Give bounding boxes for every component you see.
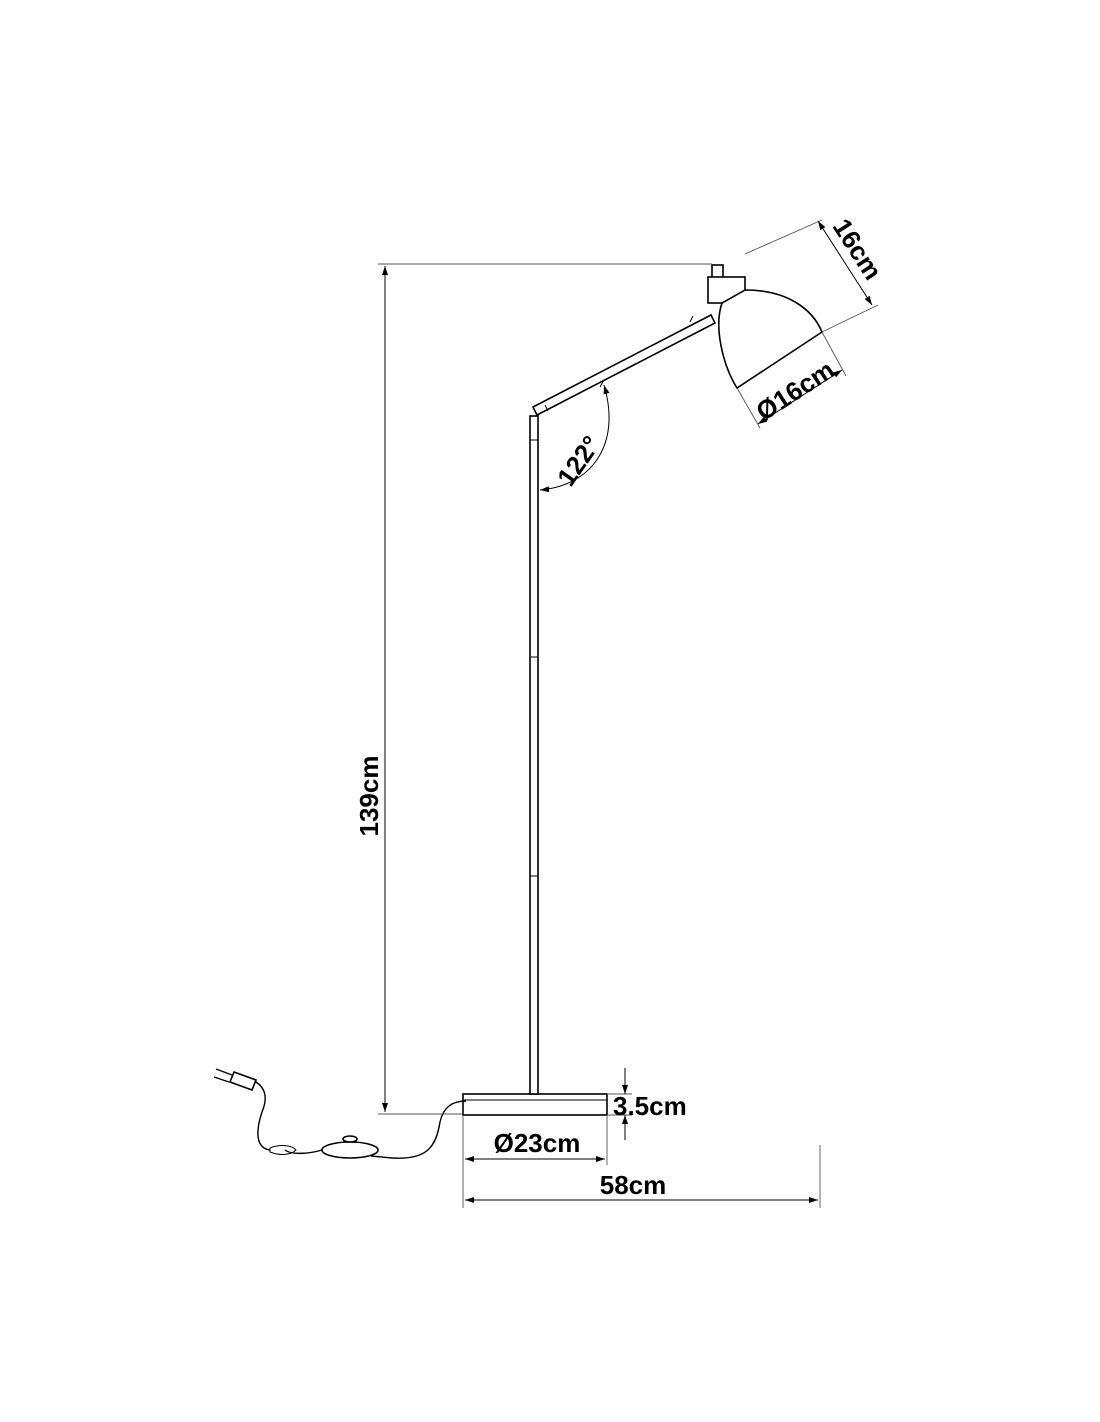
base-diameter-label: Ø23cm [494, 1128, 581, 1158]
height-dimension: 139cm [354, 263, 712, 1115]
lamp-pole [529, 415, 539, 1095]
lamp-arm [531, 313, 717, 417]
base-height-label: 3.5cm [613, 1091, 687, 1121]
total-width-label: 58cm [600, 1170, 667, 1200]
lamp-base [462, 1093, 608, 1116]
arm-angle-label: 122° [551, 430, 606, 491]
total-width-dimension: 58cm [465, 1145, 821, 1208]
height-label: 139cm [354, 756, 384, 837]
power-cord [213, 1068, 467, 1159]
base-diameter-dimension: Ø23cm [462, 1115, 608, 1208]
base-height-dimension: 3.5cm [607, 1068, 687, 1140]
